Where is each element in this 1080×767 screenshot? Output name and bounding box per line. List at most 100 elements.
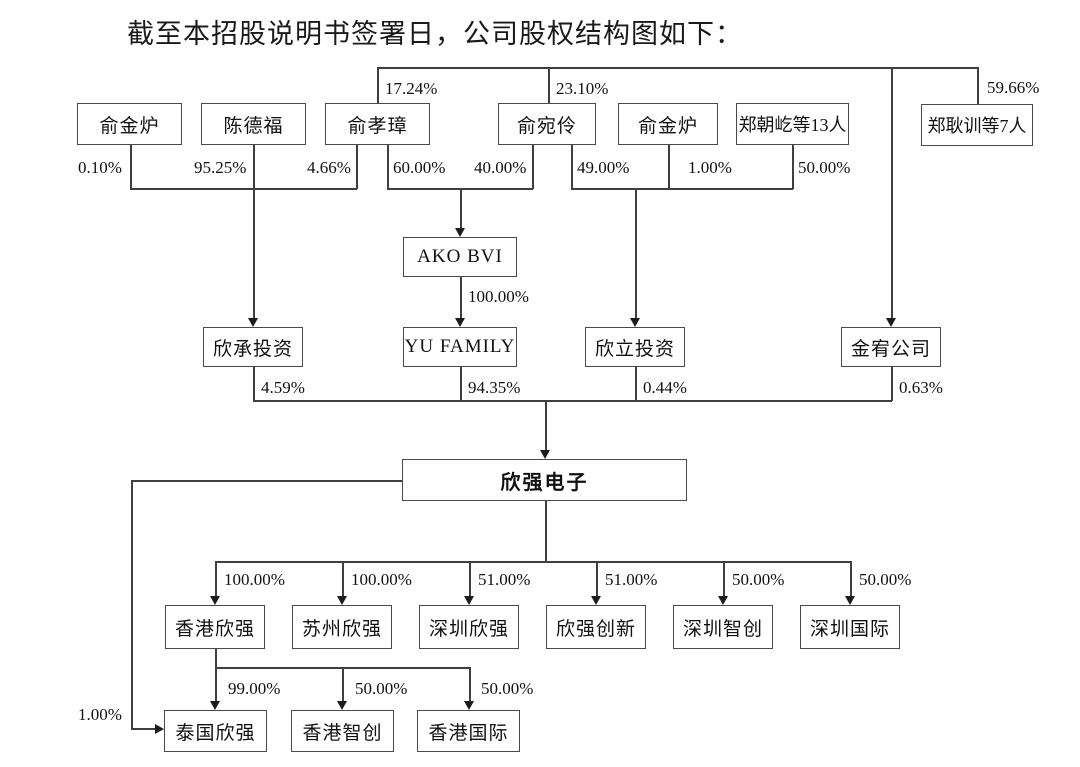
arrowhead: [337, 701, 347, 710]
stake-yuxiaozhang-jinyou: 17.24%: [385, 79, 438, 98]
connector-line: [253, 367, 255, 401]
stake-xinqiang-szzhichuang: 50.00%: [732, 570, 785, 589]
stake-yuxiaozhang-xincheng: 4.66%: [307, 158, 351, 177]
connector-line: [460, 188, 462, 229]
arrowhead: [210, 701, 220, 710]
node-yujinlu-1: 俞金炉: [77, 103, 182, 145]
connector-line: [131, 480, 402, 482]
connector-line: [596, 561, 598, 597]
connector-rail-xincheng: [130, 188, 357, 190]
node-yuxiaozhang: 俞孝璋: [325, 103, 430, 145]
stake-yuwanling-ako: 40.00%: [474, 158, 527, 177]
connector-line: [356, 145, 358, 189]
node-xincheng: 欣承投资: [203, 327, 303, 367]
connector-line: [131, 480, 133, 729]
arrowhead: [464, 596, 474, 605]
connector-line: [891, 67, 893, 319]
node-hk-xinqiang: 香港欣强: [165, 605, 265, 649]
connector-rail-subsidiaries: [215, 561, 851, 563]
node-shenzhen-guoji: 深圳国际: [800, 605, 900, 649]
node-yu-family: YU FAMILY: [403, 327, 517, 367]
stake-xinqiang-suzhou: 100.00%: [351, 570, 412, 589]
connector-line: [977, 67, 979, 104]
node-yuwanling: 俞宛伶: [498, 103, 596, 145]
arrowhead: [718, 596, 728, 605]
connector-line: [253, 145, 255, 319]
connector-line: [469, 561, 471, 597]
connector-line: [792, 145, 794, 189]
node-taiguo-xinqiang: 泰国欣强: [164, 710, 267, 752]
arrowhead: [337, 596, 347, 605]
connector-line: [723, 561, 725, 597]
connector-line: [215, 561, 217, 597]
stake-xinqiang-szguoji: 50.00%: [859, 570, 912, 589]
node-shenzhen-xinqiang: 深圳欣强: [419, 605, 519, 649]
node-shenzhen-zhichuang: 深圳智创: [673, 605, 773, 649]
connector-line: [635, 188, 637, 319]
connector-line: [469, 667, 471, 702]
arrowhead: [210, 596, 220, 605]
arrowhead: [455, 228, 465, 237]
stake-ako-yufamily: 100.00%: [468, 287, 529, 306]
node-ako-bvi: AKO BVI: [403, 237, 517, 277]
node-xinli: 欣立投资: [585, 327, 685, 367]
connector-line: [130, 145, 132, 189]
connector-line: [460, 277, 462, 319]
arrowhead: [155, 724, 164, 734]
connector-line: [548, 67, 550, 103]
arrowhead: [540, 450, 550, 459]
stake-xinqiang-chuangxin: 51.00%: [605, 570, 658, 589]
node-yujinlu-2: 俞金炉: [618, 103, 718, 145]
node-suzhou-xinqiang: 苏州欣强: [292, 605, 392, 649]
diagram-title: 截至本招股说明书签署日，公司股权结构图如下：: [127, 19, 743, 49]
stake-hk-guoji: 50.00%: [481, 679, 534, 698]
connector-line: [342, 667, 344, 702]
stake-hk-taiguo: 99.00%: [228, 679, 281, 698]
connector-line: [891, 367, 893, 401]
connector-rail-xinqiang: [253, 400, 892, 402]
stake-xincheng-xinqiang: 4.59%: [261, 378, 305, 397]
arrowhead: [464, 701, 474, 710]
connector-line: [215, 649, 217, 702]
stake-zhengchaoyi-xinli: 50.00%: [798, 158, 851, 177]
connector-line: [545, 400, 547, 451]
node-chendefu: 陈德福: [201, 103, 306, 145]
node-zhengchaoyi: 郑朝屹等13人: [736, 103, 849, 145]
connector-line: [460, 367, 462, 401]
node-hk-zhichuang: 香港智创: [291, 710, 394, 752]
connector-line: [377, 67, 379, 103]
node-xinqiang: 欣强电子: [402, 459, 687, 501]
connector-line: [668, 145, 670, 189]
arrowhead: [248, 318, 258, 327]
connector-line: [545, 501, 547, 562]
stake-xinqiang-shenzhen: 51.00%: [478, 570, 531, 589]
connector-line: [131, 728, 156, 730]
stake-xinli-xinqiang: 0.44%: [643, 378, 687, 397]
node-zhenggengxun: 郑耿训等7人: [921, 104, 1033, 146]
stake-yuxiaozhang-ako: 60.00%: [393, 158, 446, 177]
connector-line: [387, 145, 389, 189]
stake-yujinlu1-xincheng: 0.10%: [78, 158, 122, 177]
stake-hk-zhichuang: 50.00%: [355, 679, 408, 698]
arrowhead: [630, 318, 640, 327]
stake-yujinlu2-xinli: 1.00%: [688, 158, 732, 177]
connector-rail-xinli: [571, 188, 793, 190]
node-xinqiang-chuangxin: 欣强创新: [546, 605, 646, 649]
arrowhead: [886, 318, 896, 327]
arrowhead: [455, 318, 465, 327]
stake-yuwanling-jinyou: 23.10%: [556, 79, 609, 98]
connector-line: [850, 561, 852, 597]
node-hk-guoji: 香港国际: [417, 710, 520, 752]
stake-xinqiang-taiguo: 1.00%: [78, 705, 122, 724]
connector-top-rail: [377, 67, 978, 69]
stake-xinqiang-hk: 100.00%: [224, 570, 285, 589]
node-jinyou: 金宥公司: [841, 327, 941, 367]
stake-zhenggengxun-jinyou: 59.66%: [987, 78, 1040, 97]
arrowhead: [845, 596, 855, 605]
stake-chendefu-xincheng: 95.25%: [194, 158, 247, 177]
arrowhead: [591, 596, 601, 605]
connector-line: [342, 561, 344, 597]
connector-line: [635, 367, 637, 401]
connector-line: [571, 145, 573, 189]
